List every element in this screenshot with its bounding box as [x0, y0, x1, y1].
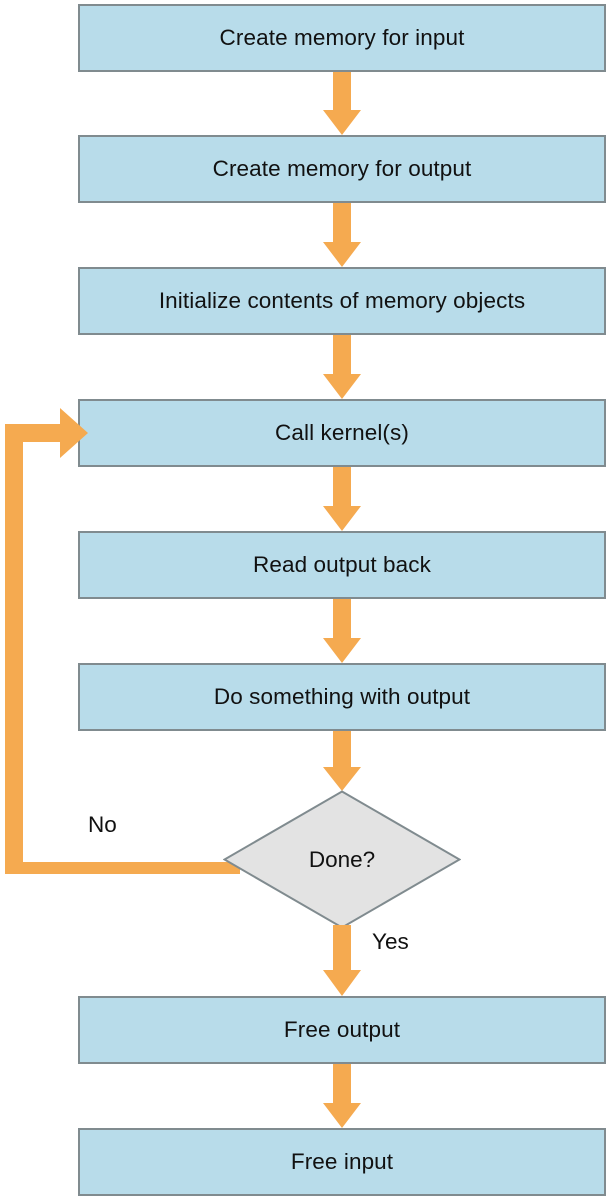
arrow-read-output-to-do-something: [323, 599, 361, 663]
node-label: Create memory for output: [212, 155, 472, 181]
arrow-free-output-to-free-input: [323, 1064, 361, 1128]
node-done-decision[interactable]: Done?: [223, 790, 461, 929]
node-label: Initialize contents of memory objects: [158, 287, 526, 313]
arrow-create-output-to-initialize: [323, 203, 361, 267]
edge-label-no: No: [88, 812, 117, 837]
node-label: Read output back: [253, 551, 431, 577]
node-initialize-contents[interactable]: Initialize contents of memory objects: [78, 267, 606, 335]
node-create-memory-output[interactable]: Create memory for output: [78, 135, 606, 203]
node-do-something-with-output[interactable]: Do something with output: [78, 663, 606, 731]
arrow-initialize-to-call-kernels: [323, 335, 361, 399]
arrow-done-no-loop-back-to-call-kernels: [0, 404, 240, 874]
node-call-kernels[interactable]: Call kernel(s): [78, 399, 606, 467]
arrow-done-yes-to-free-output: [323, 925, 361, 996]
node-create-memory-input[interactable]: Create memory for input: [78, 4, 606, 72]
arrow-do-something-to-done: [323, 731, 361, 791]
node-free-input[interactable]: Free input: [78, 1128, 606, 1196]
arrow-create-input-to-create-output: [323, 72, 361, 135]
node-label: Call kernel(s): [275, 419, 409, 445]
node-read-output-back[interactable]: Read output back: [78, 531, 606, 599]
edge-label-yes: Yes: [372, 929, 409, 954]
node-label: Free input: [290, 1148, 394, 1174]
node-label: Create memory for input: [219, 24, 465, 50]
node-label: Do something with output: [213, 683, 471, 709]
arrow-call-kernels-to-read-output: [323, 467, 361, 531]
node-label: Free output: [283, 1016, 401, 1042]
node-free-output[interactable]: Free output: [78, 996, 606, 1064]
